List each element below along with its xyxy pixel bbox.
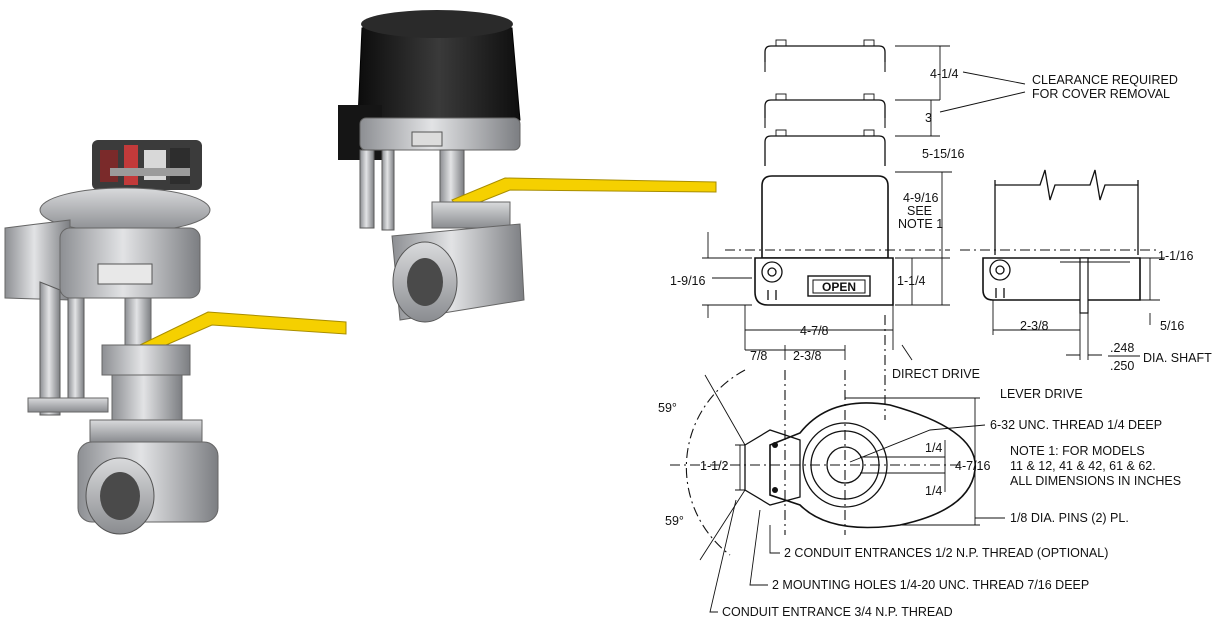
shaft-denominator: .250 [1110,359,1134,373]
dim-4-7-8: 4-7/8 [800,324,829,338]
dim-59-top: 59° [658,401,677,415]
note-line2: 11 & 12, 41 & 42, 61 & 62. [1010,459,1156,473]
dim-4-7-16: 4-7/16 [955,459,990,473]
shaft-label: DIA. SHAFT [1143,351,1212,365]
callout-conduit-optional: 2 CONDUIT ENTRANCES 1/2 N.P. THREAD (OPT… [784,546,1108,560]
lever-drive-view: 1-1/16 2-3/8 5/16 .248 .250 DIA. SHAFT L… [960,169,1212,401]
dim-note1: NOTE 1 [898,217,943,231]
plan-view: 59° 59° 1-1/2 1/4 4-7/16 1/4 [658,315,1005,613]
dim-1-4-bottom: 1/4 [925,484,942,498]
dim-3: 3 [925,111,932,125]
dim-see: SEE [907,204,932,218]
shaft-numerator: .248 [1110,341,1134,355]
lever-drive-label: LEVER DRIVE [1000,387,1083,401]
clearance-line2: FOR COVER REMOVAL [1032,87,1170,101]
callout-conduit-main: CONDUIT ENTRANCE 3/4 N.P. THREAD [722,605,953,619]
callout-thread: 6-32 UNC. THREAD 1/4 DEEP [990,418,1162,432]
right-valve-photo [338,10,717,323]
dim-4-9-16: 4-9/16 [903,191,938,205]
dim-2-3-8-lever: 2-3/8 [1020,319,1049,333]
callout-mounting-holes: 2 MOUNTING HOLES 1/4-20 UNC. THREAD 7/16… [772,578,1089,592]
dim-1-9-16: 1-9/16 [670,274,705,288]
note-line1: NOTE 1: FOR MODELS [1010,444,1145,458]
clearance-line1: CLEARANCE REQUIRED [1032,73,1178,87]
dim-1-4-top: 1/4 [925,441,942,455]
dim-1-1-16: 1-1/16 [1158,249,1193,263]
direct-drive-label: DIRECT DRIVE [892,367,980,381]
callout-pins: 1/8 DIA. PINS (2) PL. [1010,511,1129,525]
dim-5-15-16: 5-15/16 [922,147,964,161]
open-label: OPEN [822,280,856,294]
actuator-electronics [92,140,202,190]
dim-59-bottom: 59° [665,514,684,528]
actuator-housing [59,227,201,299]
dim-1-1-4: 1-1/4 [897,274,926,288]
note-line3: ALL DIMENSIONS IN INCHES [1010,474,1181,488]
dimension-drawing: OPEN 4-1/4 3 5-15/16 4-9/16 SEE NOTE 1 1… [658,39,1212,619]
dim-1-1-2: 1-1/2 [700,459,729,473]
dim-4-1-4: 4-1/4 [930,67,959,81]
cover-clearance-outlines [764,39,886,166]
dim-7-8: 7/8 [750,349,767,363]
dim-5-16: 5/16 [1160,319,1184,333]
dim-2-3-8: 2-3/8 [793,349,822,363]
left-valve-photo [4,140,347,535]
actuator-cover-outline [761,175,889,259]
